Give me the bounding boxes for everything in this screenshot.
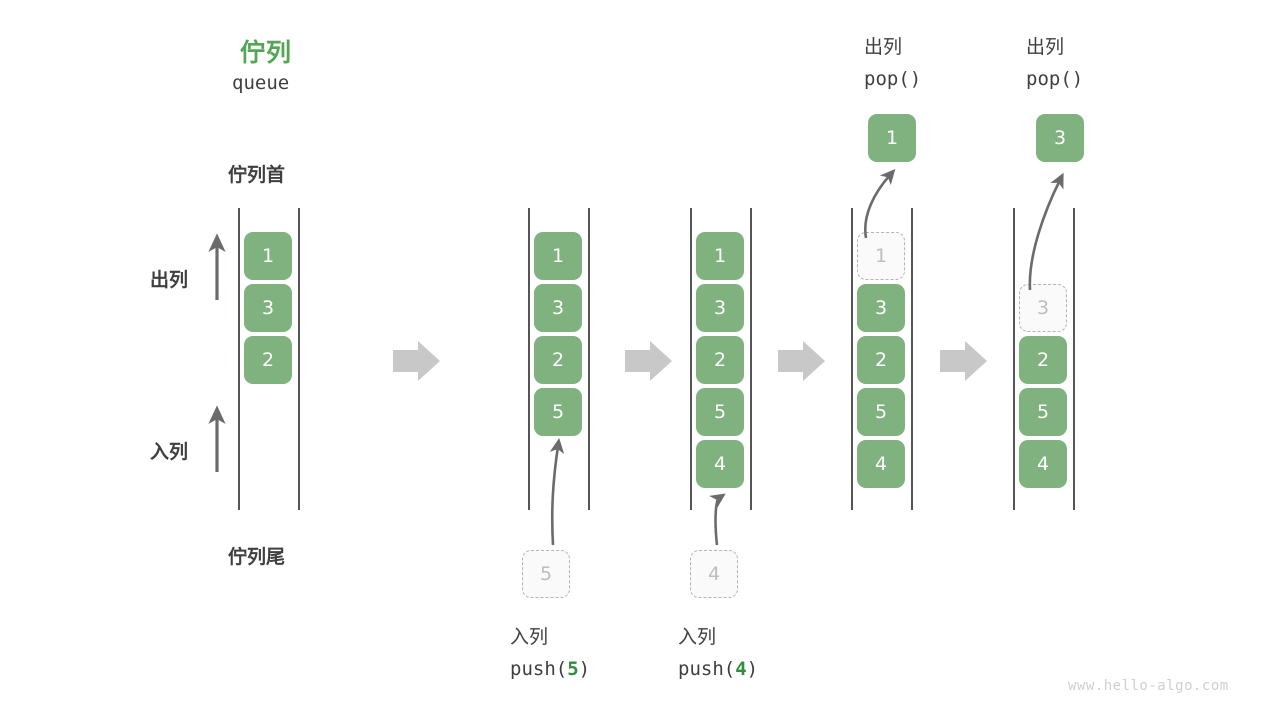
queue-cell: 3 [696,284,744,332]
transition-arrow-3 [778,341,825,381]
queue-rail-right-4 [911,208,913,510]
queue-rail-right-1 [298,208,300,510]
popped-cell: 1 [868,114,916,162]
pop-caption-cn-4: 出列 [864,36,903,58]
dequeue-direction-label: 出列 [150,269,189,291]
queue-cell: 1 [534,232,582,280]
queue-rail-right-5 [1073,208,1075,510]
push-code-prefix-2: push( [510,658,568,680]
queue-cell: 3 [857,284,905,332]
queue-rail-right-2 [588,208,590,510]
queue-cell: 5 [534,388,582,436]
watermark: www.hello-algo.com [1068,678,1229,694]
diagram-title-en: queue [232,72,290,94]
queue-cell: 2 [857,336,905,384]
diagram-title-cn: 佇列 [240,38,293,67]
queue-rail-left-4 [851,208,853,510]
queue-rail-left-1 [238,208,240,510]
queue-cell: 2 [696,336,744,384]
incoming-ghost-cell: 4 [690,550,738,598]
queue-cell: 2 [1019,336,1067,384]
queue-cell: 5 [696,388,744,436]
push-code-value-2: 5 [567,658,579,680]
push-code-value-3: 4 [735,658,747,680]
queue-cell: 1 [696,232,744,280]
queue-cell: 4 [1019,440,1067,488]
pop-caption-cn-5: 出列 [1026,36,1065,58]
queue-cell: 4 [696,440,744,488]
queue-cell: 5 [857,388,905,436]
queue-rail-left-5 [1013,208,1015,510]
transition-arrow-1 [393,341,440,381]
pop-caption-code-5: pop() [1026,68,1084,90]
queue-cell: 5 [1019,388,1067,436]
push-caption-cn-3: 入列 [678,626,717,648]
transition-arrow-4 [940,341,987,381]
popped-ghost-cell: 3 [1019,284,1067,332]
popped-ghost-cell: 1 [857,232,905,280]
queue-cell: 4 [857,440,905,488]
queue-cell: 2 [244,336,292,384]
queue-rail-left-3 [690,208,692,510]
queue-rail-left-2 [528,208,530,510]
push-arrow-4 [709,493,726,546]
pop-arrow-3 [1028,172,1064,291]
push-code-suffix-3: ) [746,658,759,680]
push-code-prefix-3: push( [678,658,736,680]
queue-cell: 1 [244,232,292,280]
push-caption-code-3: push(4) [678,658,758,680]
push-caption-cn-2: 入列 [510,626,549,648]
transition-arrow-2 [625,341,672,381]
queue-rail-right-3 [750,208,752,510]
push-arrow-5 [549,438,565,546]
push-code-suffix-2: ) [578,658,591,680]
queue-cell: 3 [534,284,582,332]
queue-cell: 2 [534,336,582,384]
pop-arrow-1 [863,168,896,239]
incoming-ghost-cell: 5 [522,550,570,598]
queue-cell: 3 [244,284,292,332]
queue-head-label: 佇列首 [228,164,286,186]
push-caption-code-2: push(5) [510,658,590,680]
queue-tail-label: 佇列尾 [228,546,286,568]
pop-caption-code-4: pop() [864,68,922,90]
popped-cell: 3 [1036,114,1084,162]
enqueue-direction-label: 入列 [150,441,189,463]
